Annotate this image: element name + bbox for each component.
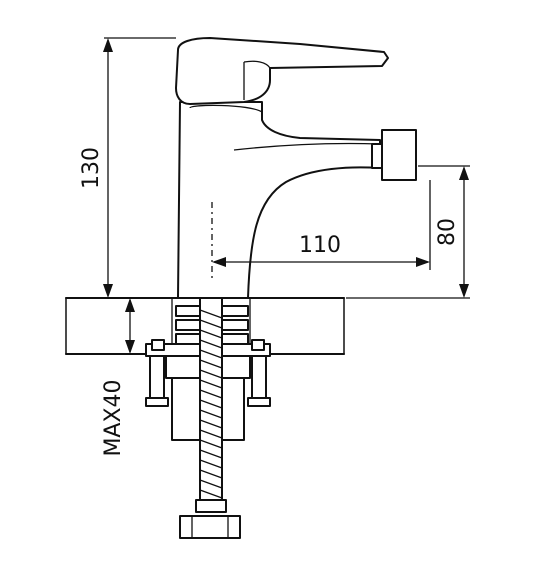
spout-height-label: 80 xyxy=(435,218,460,246)
faucet-body xyxy=(177,101,381,299)
dimension-max-thickness: MAX40 xyxy=(101,298,135,457)
max-thickness-label: MAX40 xyxy=(101,379,126,456)
dimension-height: 130 xyxy=(79,37,176,299)
lever-handle xyxy=(175,37,389,105)
dimension-reach: 110 xyxy=(212,180,431,270)
spout-nozzle xyxy=(371,129,417,181)
fixing-assembly xyxy=(145,297,271,539)
dimension-spout-height: 80 xyxy=(346,165,470,299)
reach-label: 110 xyxy=(299,233,341,258)
height-label: 130 xyxy=(79,147,104,189)
